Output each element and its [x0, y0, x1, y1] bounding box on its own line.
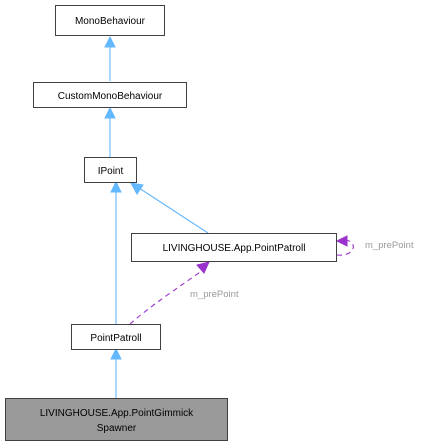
arrowhead-ipoint-from-pointpatroll — [110, 180, 122, 193]
arrowhead-ipoint-from-app — [130, 182, 144, 195]
node-app-pointpatroll-box[interactable] — [131, 233, 337, 262]
node-pointgimmickspawner-box[interactable] — [5, 398, 228, 441]
node-custommonobehaviour-label: CustomMonoBehaviour — [58, 91, 163, 102]
edge-pointpatroll-prepoint — [129, 269, 204, 325]
edge-label-self-prepoint: m_prePoint — [365, 240, 414, 251]
node-monobehaviour-label: MonoBehaviour — [75, 16, 146, 27]
node-pointpatroll-box[interactable] — [71, 324, 161, 350]
edge-self-prepoint — [336, 239, 354, 256]
node-app-pointpatroll-label: LIVINGHOUSE.App.PointPatroll — [163, 243, 306, 254]
edge-app-pointpatroll-to-ipoint — [138, 187, 209, 234]
arrowhead-pointpatroll — [110, 347, 122, 360]
edge-label-prepoint: m_prePoint — [190, 289, 239, 300]
node-ipoint-box[interactable] — [84, 157, 137, 183]
node-ipoint-label: IPoint — [98, 166, 124, 177]
node-monobehaviour-box[interactable] — [55, 5, 165, 36]
arrowhead-custommonobehaviour — [104, 106, 116, 119]
node-custommonobehaviour-box[interactable] — [33, 82, 187, 108]
arrowhead-self-prepoint — [335, 235, 348, 247]
arrowhead-monobehaviour — [104, 35, 116, 48]
node-pointpatroll-label: PointPatroll — [90, 333, 141, 344]
arrowhead-app-pointpatroll — [196, 261, 210, 274]
node-pointgimmickspawner-label-line1: LIVINGHOUSE.App.PointGimmick — [40, 408, 194, 419]
node-pointgimmickspawner-label-line2: Spawner — [97, 423, 137, 434]
